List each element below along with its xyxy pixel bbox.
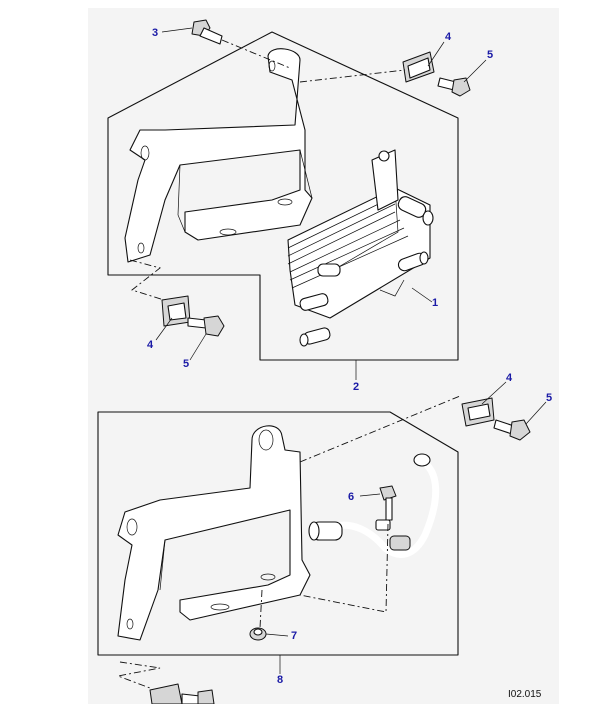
cooler-pipe bbox=[308, 453, 440, 558]
callout-bolt-upper-right: 5 bbox=[487, 49, 493, 61]
oil-cooler bbox=[287, 149, 434, 347]
leader-lines bbox=[155, 27, 547, 674]
callout-grommet: 7 bbox=[291, 630, 297, 642]
reference-code: I02.015 bbox=[508, 689, 542, 700]
upper-right-bolt bbox=[437, 77, 471, 97]
lower-right-clip bbox=[461, 397, 495, 427]
grommet bbox=[249, 627, 267, 641]
lower-left-clip bbox=[149, 683, 215, 704]
lower-assembly-outline bbox=[97, 411, 459, 656]
upper-assembly-outline bbox=[107, 31, 459, 361]
callout-cooler: 1 bbox=[432, 297, 438, 309]
callout-bolt-upper-left: 5 bbox=[183, 358, 189, 370]
callout-clip-lower-right: 4 bbox=[506, 372, 513, 384]
top-bolt bbox=[191, 19, 223, 45]
callout-clip-upper-left: 4 bbox=[147, 339, 154, 351]
callout-lower-assembly: 8 bbox=[277, 674, 283, 686]
illustration-sheet bbox=[88, 8, 559, 704]
upper-mounting-bracket bbox=[124, 48, 313, 263]
callout-clip-upper-right: 4 bbox=[445, 31, 452, 43]
lower-right-bolt bbox=[493, 419, 531, 441]
pipe-bolt bbox=[379, 485, 397, 521]
callout-upper-assembly: 2 bbox=[353, 381, 359, 393]
lower-mounting-bracket bbox=[117, 425, 311, 641]
callout-pipe-bolt: 6 bbox=[348, 491, 354, 503]
callout-bolt-top: 3 bbox=[152, 27, 158, 39]
upper-left-clip bbox=[161, 295, 191, 327]
upper-left-bolt bbox=[187, 315, 225, 337]
callout-bolt-lower-right: 5 bbox=[546, 392, 552, 404]
upper-right-clip bbox=[402, 51, 435, 83]
